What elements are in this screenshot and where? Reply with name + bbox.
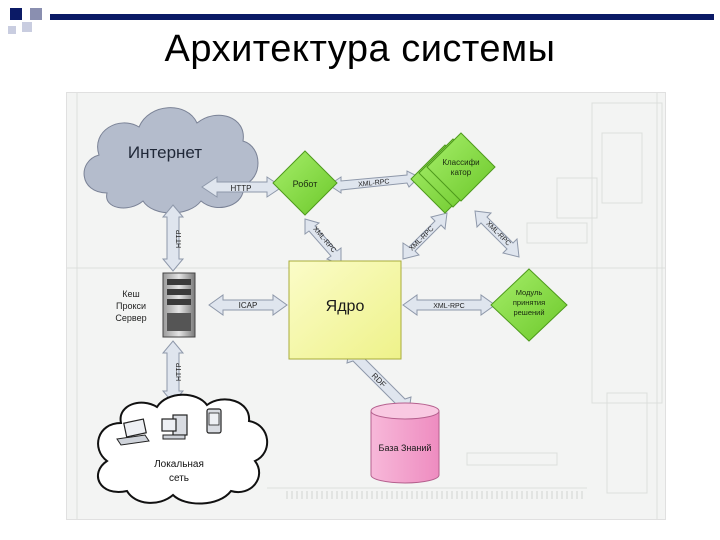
link-classifier-decision-label: XML-RPC bbox=[484, 220, 511, 247]
local-label-line2: сеть bbox=[169, 473, 189, 484]
mobile-device-icon bbox=[206, 408, 222, 434]
title-rule bbox=[50, 14, 714, 20]
robot-label: Робот bbox=[293, 179, 318, 189]
link-cache-local: HTTP bbox=[161, 340, 185, 404]
link-decision-core: XML-RPC bbox=[402, 294, 496, 316]
laptop-icon bbox=[116, 418, 150, 446]
classifier-label-line2: катор bbox=[451, 168, 472, 177]
link-robot-core-label: XML-RPC bbox=[311, 226, 337, 255]
link-core-classifier: XML-RPC bbox=[402, 212, 448, 260]
classifier-node: Классифи катор bbox=[410, 132, 496, 214]
knowledge-base-label: База Знаний bbox=[379, 443, 432, 453]
desktop-computer-icon bbox=[161, 414, 188, 440]
cache-proxy-server: Кеш Прокси Сервер bbox=[115, 272, 196, 338]
robot-node: Робот bbox=[272, 150, 338, 216]
link-robot-classifier-label: XML-RPC bbox=[358, 178, 390, 188]
link-robot-core: XML-RPC bbox=[304, 218, 342, 266]
local-network-cloud: Локальная сеть bbox=[96, 393, 269, 505]
architecture-diagram: Интернет HTTP XML-RPC HTTP XML-RPC XML-R… bbox=[67, 93, 665, 519]
title-bullet-light-2 bbox=[8, 26, 16, 34]
decision-label-line1: Модуль bbox=[516, 288, 543, 297]
link-cache-core: ICAP bbox=[208, 294, 288, 316]
classifier-label-line1: Классифи bbox=[442, 158, 479, 167]
core-node: Ядро bbox=[288, 260, 402, 360]
title-bullet-dark bbox=[10, 8, 22, 20]
link-classifier-decision: XML-RPC bbox=[474, 210, 520, 258]
cache-label-line3: Сервер bbox=[115, 313, 146, 323]
link-core-classifier-label: XML-RPC bbox=[408, 225, 435, 252]
decision-module-node: Модуль принятия решений bbox=[490, 268, 568, 342]
cache-label-line2: Прокси bbox=[116, 301, 146, 311]
slide-title: Архитектура системы bbox=[164, 28, 556, 70]
link-internet-robot-label: HTTP bbox=[231, 184, 252, 193]
internet-label: Интернет bbox=[128, 143, 202, 162]
link-cache-core-label: ICAP bbox=[239, 301, 258, 310]
background-ticks bbox=[286, 491, 583, 499]
title-bullet-mid bbox=[30, 8, 42, 20]
knowledge-base-node: База Знаний bbox=[370, 402, 440, 484]
link-robot-classifier: XML-RPC bbox=[328, 170, 420, 194]
cache-label-line1: Кеш bbox=[122, 289, 139, 299]
diagram-frame: Интернет HTTP XML-RPC HTTP XML-RPC XML-R… bbox=[66, 92, 666, 520]
internet-cloud: Интернет bbox=[83, 107, 259, 214]
decision-label-line3: решений bbox=[513, 308, 544, 317]
title-bullet-light bbox=[22, 22, 32, 32]
link-internet-cache-label: HTTP bbox=[176, 230, 183, 249]
core-label: Ядро bbox=[326, 298, 365, 315]
link-cache-local-label: HTTP bbox=[176, 363, 183, 382]
link-internet-cache: HTTP bbox=[161, 204, 185, 272]
local-label-line1: Локальная bbox=[154, 459, 204, 470]
decision-label-line2: принятия bbox=[513, 298, 545, 307]
link-decision-core-label: XML-RPC bbox=[433, 303, 465, 310]
